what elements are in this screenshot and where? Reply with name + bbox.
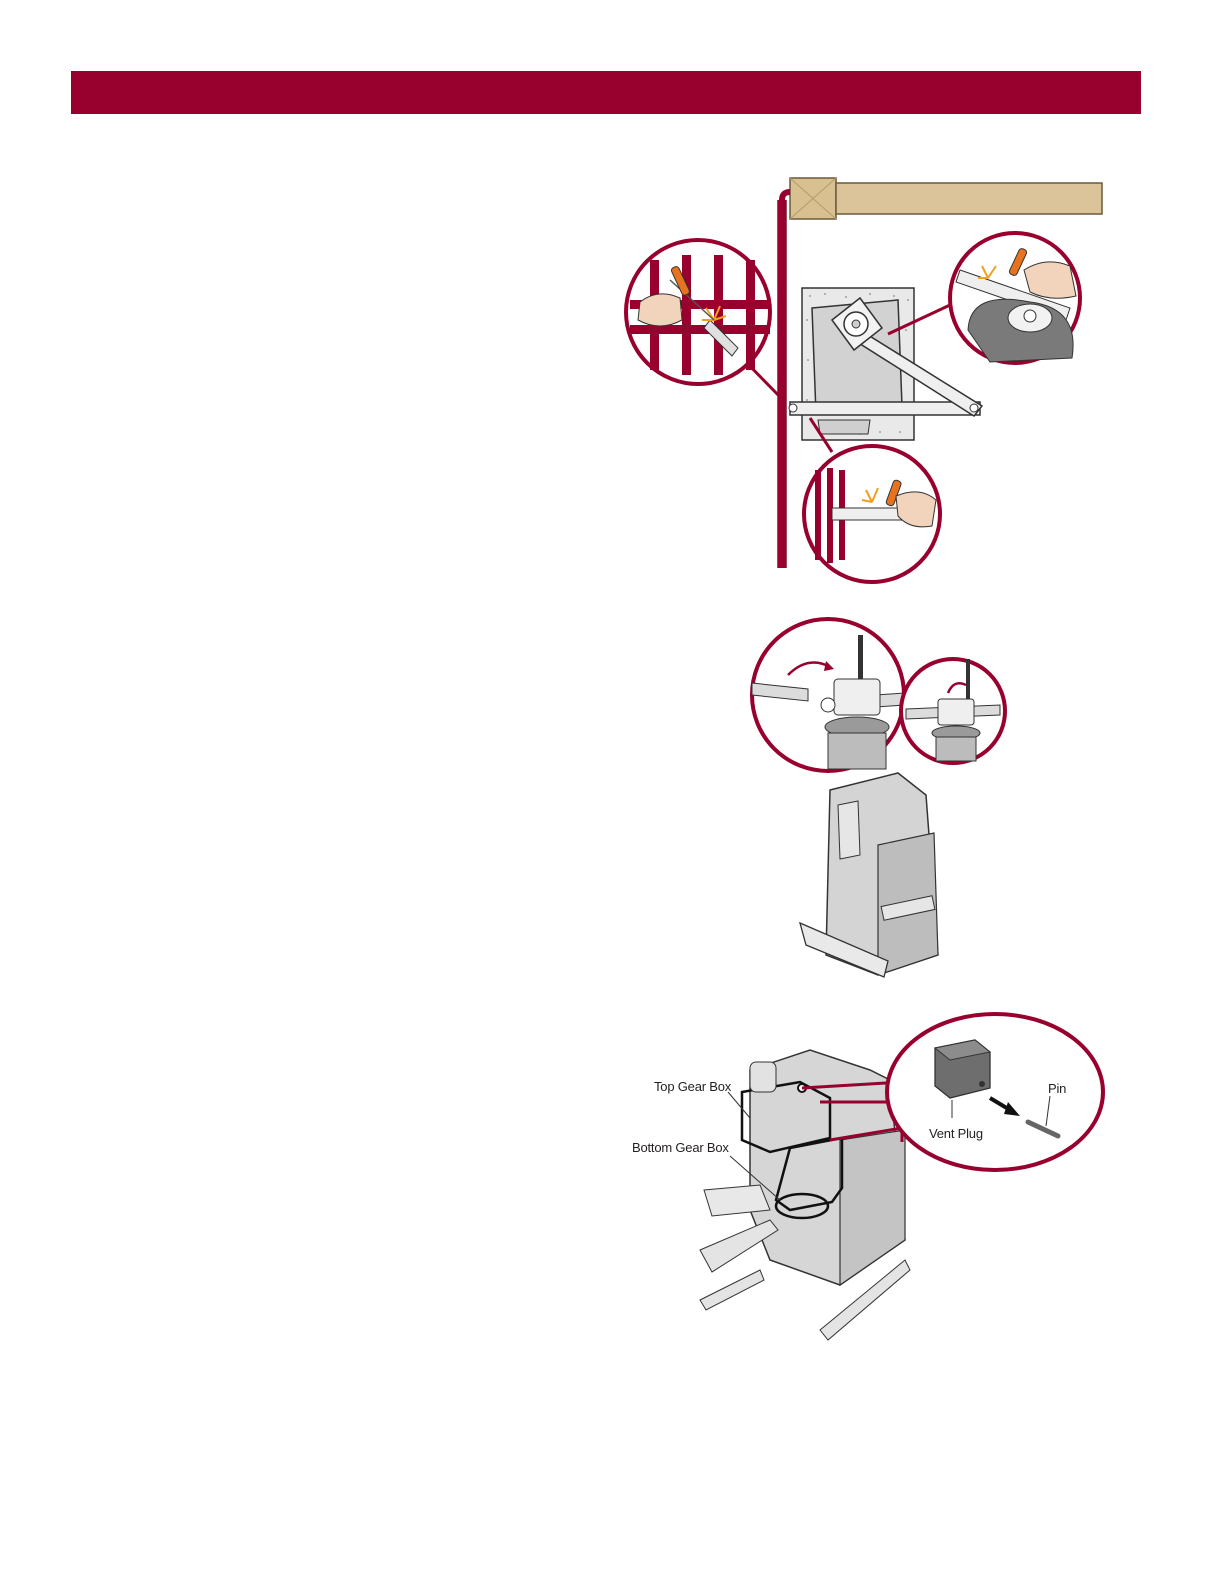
gate-arm-weld-figure — [610, 170, 1110, 590]
label-bottom-gear-box: Bottom Gear Box — [632, 1140, 729, 1155]
header-bar — [71, 71, 1141, 114]
hand-icon — [1024, 262, 1076, 298]
label-vent-plug: Vent Plug — [929, 1126, 983, 1141]
label-top-gear-box: Top Gear Box — [654, 1079, 731, 1094]
arm-attachment-figure — [748, 615, 1018, 990]
hand-icon — [638, 294, 682, 326]
gear-box-vent-plug-figure — [690, 1010, 1110, 1350]
label-pin: Pin — [1048, 1081, 1066, 1096]
